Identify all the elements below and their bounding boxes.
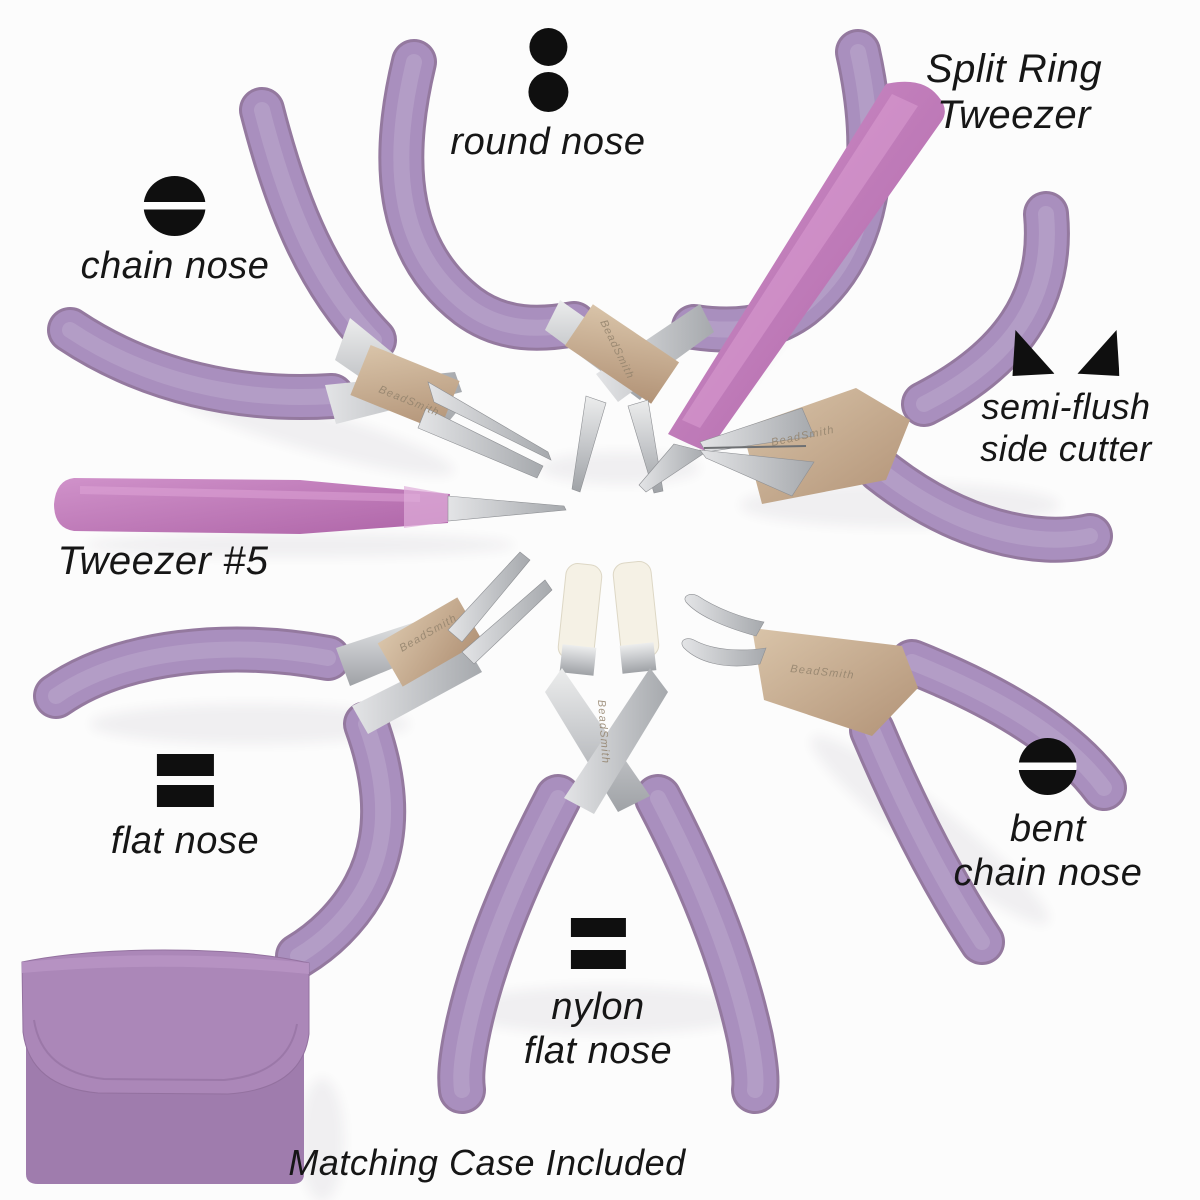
cutter-edge-line: [703, 445, 807, 449]
cutter-triangles-icon: [1012, 330, 1120, 376]
tool-label: round nose: [450, 121, 646, 163]
bent-chain-nose-pliers: BeadSmith: [681, 594, 1127, 965]
label-group-flat-nose: flat nose: [111, 754, 259, 863]
bent-jaw: [681, 638, 767, 667]
pliers-arm: [564, 668, 668, 814]
label-group-tweezer-5: Tweezer #5: [57, 538, 268, 584]
cutter-blade: [699, 449, 815, 497]
slot-circle-icon: [1019, 738, 1077, 795]
label-group-round-nose: round nose: [450, 28, 645, 164]
tweezer-body: [54, 478, 450, 534]
bar-icon: [570, 950, 626, 969]
pliers-arm: [352, 648, 482, 734]
pliers-jaw: [427, 381, 552, 461]
case-flap-seam: [33, 1019, 298, 1082]
tool-label: side cutter: [980, 427, 1152, 469]
bar-icon: [570, 918, 626, 937]
pliers-handle-highlight: [650, 790, 764, 1098]
dot-icon: [529, 28, 567, 66]
equals-icon: [570, 918, 626, 969]
pliers-pivot-plate: [377, 597, 483, 687]
case-top-edge: [22, 955, 309, 974]
matching-case: [21, 949, 310, 1184]
triangle-icon: [1012, 330, 1055, 376]
tool-label: flat nose: [110, 820, 260, 862]
pliers-handle-highlight: [254, 102, 382, 348]
bar-icon: [156, 754, 214, 776]
pliers-pivot-plate: [564, 304, 680, 404]
tweezer-steel-tip: [447, 495, 567, 522]
round-nose-icon: [528, 28, 568, 112]
tool-label: semi-flush: [981, 386, 1151, 427]
slot-circle-icon: [144, 176, 206, 236]
pliers-handle-highlight: [864, 722, 990, 950]
tool-label: nylon: [551, 986, 645, 1028]
chain-nose-pliers: BeadSmith: [47, 87, 552, 479]
round-jaw-cone: [571, 395, 607, 493]
tool-label: chain nose: [953, 852, 1143, 895]
pliers-jaw: [417, 407, 544, 479]
jaw-collar: [559, 644, 597, 676]
pliers-handle-highlight: [916, 206, 1055, 412]
pliers-jaw: [461, 579, 553, 665]
cutter-blade: [699, 407, 815, 453]
pliers-jaw: [447, 551, 531, 643]
tool-label: flat nose: [523, 1030, 673, 1073]
label-group-split-ring-tweezer: Split Ring Tweezer: [926, 46, 1102, 139]
triangle-icon: [1077, 330, 1120, 376]
pliers-handle-highlight: [48, 641, 336, 704]
equals-icon: [156, 754, 214, 807]
tool-label: bent: [1010, 808, 1086, 850]
dot-icon: [528, 72, 568, 112]
label-footer-note: Matching Case Included: [288, 1142, 685, 1184]
pliers-handle-highlight: [453, 790, 566, 1098]
tool-label: Tweezer #5: [57, 539, 269, 583]
pliers-pivot-plate: [350, 344, 460, 432]
pliers-handle-highlight: [290, 716, 392, 964]
tweezer-highlight: [80, 486, 420, 502]
semi-flush-side-cutter: BeadSmith: [699, 191, 1113, 563]
jaw-collar: [619, 642, 657, 674]
label-group-chain-nose: chain nose: [81, 176, 270, 288]
label-group-bent-chain-nose: bent chain nose: [954, 738, 1143, 895]
brand-stamp: BeadSmith: [595, 699, 611, 764]
footer-note-text: Matching Case Included: [288, 1142, 686, 1183]
pliers-handle-highlight: [393, 54, 582, 336]
bar-icon: [156, 785, 214, 807]
tweezer-5: [54, 478, 567, 534]
pliers-arm: [545, 668, 650, 812]
tweezer-body: [668, 81, 945, 452]
label-group-semi-flush: semi-flush side cutter: [980, 330, 1152, 470]
flat-nose-pliers: BeadSmith: [33, 551, 553, 979]
nylon-flat-nose-pliers: BeadSmith: [437, 560, 780, 1114]
label-group-nylon-flat-nose: nylon flat nose: [524, 918, 672, 1073]
tweezer-steel-tip: [638, 443, 707, 493]
tweezer-highlight: [682, 94, 918, 428]
case-flap: [21, 949, 310, 1095]
pliers-handle-highlight: [62, 322, 340, 406]
pliers-handle-highlight: [872, 462, 1098, 548]
split-ring-tweezer: [638, 81, 945, 493]
tool-label: Tweezer: [937, 93, 1091, 138]
tweezer-sparkle: [404, 486, 448, 528]
bent-jaw: [684, 594, 765, 637]
tool-label: chain nose: [80, 245, 270, 287]
pliers-body: [752, 628, 918, 736]
pliers-handle-highlight: [904, 654, 1112, 796]
tool-label: Split Ring: [925, 47, 1103, 91]
